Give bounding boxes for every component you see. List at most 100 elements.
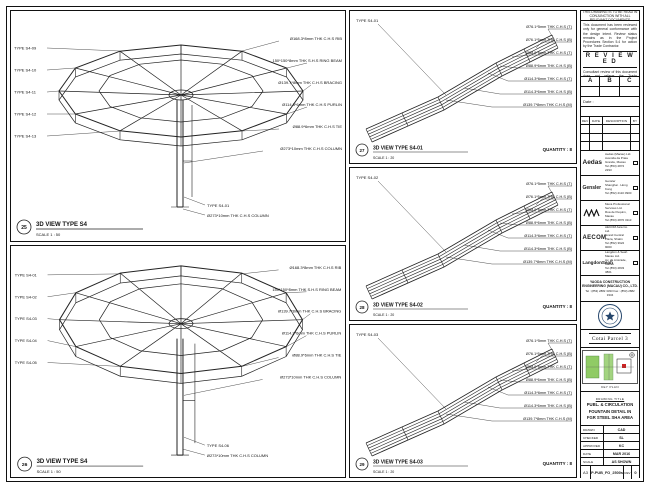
field-value: KC: [618, 443, 625, 448]
view-number: 28: [359, 305, 365, 310]
field-value: AS SHOWN: [611, 459, 632, 464]
revision-table: REV DATE DESCRIPTION BY: [581, 117, 639, 151]
drawing-title-line: PUBL. & CIRCULATION: [586, 402, 634, 408]
callout-label: Ø114.3*6mm THK C.H.S (T): [524, 77, 572, 81]
revision-table-header: REV DATE DESCRIPTION BY: [581, 117, 639, 125]
contractor-name: YAODA CONSTRUCTION ENGINEERING (MACAU) C…: [582, 279, 638, 288]
callout-label: Ø273*10mm THK C.H.S COLUMN: [207, 213, 269, 218]
consultant-checkbox: [633, 260, 638, 266]
consultant-address: Aedas (Macau) Ltd. Avenida da Praia Gran…: [605, 152, 632, 172]
callout-label: TYPE S4-02: [356, 175, 379, 180]
callout-label: TYPE S4-03: [15, 316, 38, 321]
detail-view-panel-1: TYPE S4-01 Ø76.1*5mm THK C.H.S (T) Ø76.1…: [349, 10, 577, 164]
address-line: Tel (853) 2833 3801: [605, 265, 625, 274]
address-line: Shanghai · Hong Kong: [605, 183, 628, 191]
note-text: THIS DRAWING IS TO BE READ IN CONJUNCTIO…: [582, 11, 638, 21]
address-line: Tel (852) 3922 9000: [605, 240, 625, 249]
callout-label: 150*150*8mm THK S.H.S RING BEAM: [272, 58, 342, 63]
drawing-number-bar: A3 P-PUB_FO_2500s REV 0: [581, 466, 639, 479]
address-line: Grand Central Plaza, Shatin: [605, 233, 624, 241]
detail-drawing-2: TYPE S4-02 Ø76.1*5mm THK C.H.S (T) Ø76.1…: [355, 175, 573, 317]
drawing-title-label: DRAWING TITLE: [595, 396, 625, 401]
address-line: Aedas (Macau) Ltd.: [605, 152, 632, 157]
signature-row: [581, 107, 639, 117]
rev-col-header: REV: [581, 117, 590, 124]
field-value: SL: [619, 435, 624, 440]
iso-views-column: TYPE S4-09 TYPE S4-10 TYPE S4-11 TYPE S4…: [10, 10, 346, 478]
callout-label: TYPE S4-13: [14, 134, 37, 139]
quantity-label: QUANTITY : 8: [543, 461, 573, 466]
callout-label: Ø114.3*6mm THK C.H.S (B): [524, 247, 573, 251]
callout-label: Ø168.3*8mm THK C.H.S RIB: [290, 265, 342, 270]
quantity-label: QUANTITY : 8: [543, 147, 573, 152]
grade-b-tick-cell: [600, 86, 620, 96]
grade-c-tick-cell: [620, 87, 639, 97]
field-value: MAR 2016: [612, 451, 631, 456]
detail-drawing-1: TYPE S4-01 Ø76.1*5mm THK C.H.S (T) Ø76.1…: [355, 18, 573, 160]
view-number-bubble: [16, 219, 32, 235]
address-line: Gensler: [605, 179, 616, 184]
reviewed-stamp-box: This document has been reviewed only for…: [581, 21, 639, 77]
consultant-checkbox: [633, 235, 638, 241]
grade-b-cell: B: [600, 77, 620, 87]
callout-label: TYPE S4-06: [207, 443, 230, 448]
view-scale: SCALE 1 : 50: [37, 469, 62, 474]
callout-label: Ø139.7*8mm THK C.H.S (M): [523, 103, 573, 107]
reviewed-paragraph-1: This document has been reviewed only for…: [583, 23, 637, 49]
title-block-note: THIS DRAWING IS TO BE READ IN CONJUNCTIO…: [581, 11, 639, 21]
view-number-bubble: [355, 143, 369, 157]
company-seal-icon: [598, 303, 622, 328]
callout-label: Ø273*10mm THK C.H.S COLUMN: [280, 374, 341, 379]
field-row-date: DATE MAR 2016: [581, 450, 639, 458]
callout-label: TYPE S4-01: [15, 272, 38, 277]
review-grade-boxes: A B C: [581, 77, 639, 97]
view-number: 25: [21, 225, 27, 231]
detail-drawing-3: TYPE S4-03 Ø76.1*5mm THK C.H.S (T) Ø76.1…: [355, 332, 573, 474]
field-label: SCALE: [581, 458, 604, 465]
review-date-row: Date :: [581, 97, 639, 107]
meca-logo-icon: [582, 209, 604, 217]
rev-label: REV: [623, 466, 631, 479]
grade-a-cell: A: [581, 77, 601, 87]
consultant-row-langdonseah: LangdonSeah Langdon & Seah Macau Ltd. Av…: [581, 251, 639, 276]
callout-label: Ø88.9*6mm THK C.H.S (B): [526, 221, 573, 225]
grade-a-tick-cell: [581, 86, 601, 96]
consultant-row-gensler: Gensler Gensler Shanghai · Hong Kong Tel…: [581, 176, 639, 201]
iso-view-bottom-panel: TYPE S4-01 TYPE S4-02 TYPE S4-03 TYPE S4…: [10, 245, 346, 478]
quantity-label: QUANTITY : 8: [543, 304, 573, 309]
callout-label: Ø273*10mm THK C.H.S COLUMN: [280, 146, 342, 151]
view-title: 3D VIEW TYPE S4: [36, 222, 88, 228]
view-scale: SCALE 1 : 20: [373, 470, 394, 474]
key-plan-drawing: [582, 350, 638, 384]
reviewed-stamp: R E V I E W E D: [583, 50, 637, 68]
consultant-address: Langdon & Seah Macau Ltd. Av. da Amizade…: [605, 251, 632, 274]
address-line: Rua de Pequim, Macau: [605, 210, 627, 218]
revision-row: [581, 142, 639, 150]
description-col-header: DESCRIPTION: [603, 117, 631, 124]
view-scale: SCALE 1 : 20: [373, 313, 394, 317]
revision-row: [581, 133, 639, 143]
contractor-box: YAODA CONSTRUCTION ENGINEERING (MACAU) C…: [581, 276, 639, 302]
address-line: Tel (852) 2110 0900: [605, 190, 632, 195]
view-number-bubble: [17, 456, 33, 472]
callout-label: Ø76.1*5mm THK C.H.S (T): [526, 182, 573, 186]
consultant-address: AECOM Asia Co. Ltd. Grand Central Plaza,…: [605, 226, 632, 249]
callout-label: Ø114.3*6mm THK C.H.S (B): [524, 90, 573, 94]
view-title: 3D VIEW TYPE S4-02: [373, 303, 423, 309]
callout-label: TYPE S4-11: [14, 90, 37, 95]
reviewed-paragraph-2: Consultant review of this document does …: [583, 69, 637, 77]
field-value: CAD: [617, 427, 626, 432]
callout-label: TYPE S4-01: [356, 18, 379, 23]
callout-label: TYPE S4-01: [207, 203, 230, 208]
drawing-title-line: FOUNTAIN DETAIL IN: [588, 408, 632, 414]
callout-label: Ø76.1*5mm THK C.H.S (B): [526, 352, 573, 356]
callout-label: Ø114.3*6mm THK C.H.S (T): [524, 391, 572, 395]
callout-label: Ø114.3*6mm THK C.H.S PURLIN: [282, 102, 342, 107]
callout-label: TYPE S4-03: [356, 332, 379, 337]
callout-label: Ø88.9*6mm THK C.H.S (T): [526, 208, 573, 212]
callout-label: Ø139.7*8mm THK C.H.S (M): [523, 417, 573, 421]
view-title: 3D VIEW TYPE S4: [37, 459, 88, 465]
detail-views-column: TYPE S4-01 Ø76.1*5mm THK C.H.S (T) Ø76.1…: [349, 10, 577, 478]
view-title: 3D VIEW TYPE S4-01: [373, 146, 423, 152]
field-row-checked: CHECKED SL: [581, 434, 639, 442]
